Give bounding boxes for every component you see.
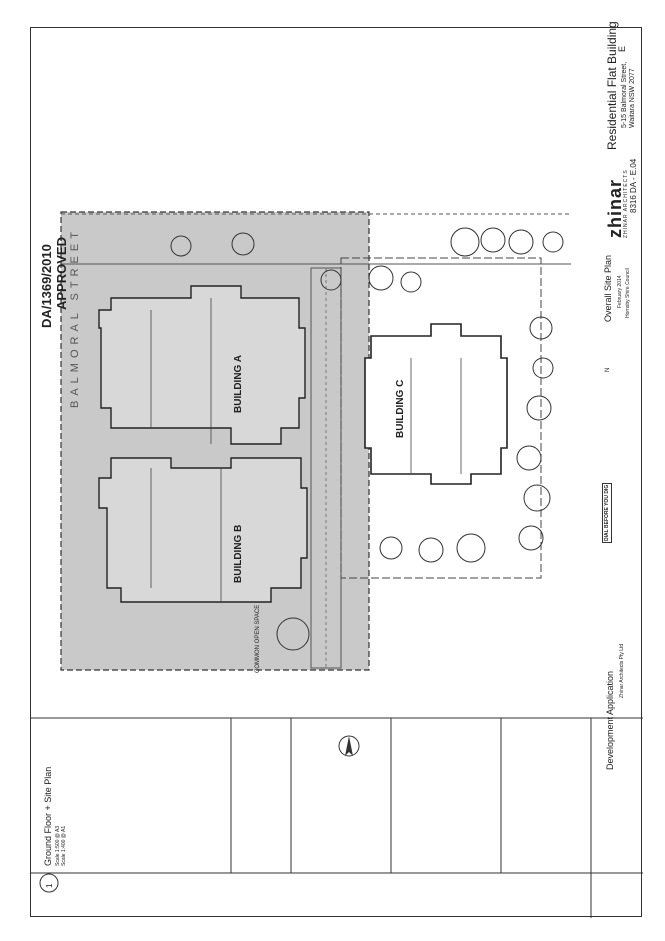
- street-label: BALMORAL STREET: [69, 227, 81, 408]
- status-label: Development Application: [605, 670, 615, 770]
- building-c-label: BUILDING C: [395, 379, 406, 438]
- dial-before-you-dig-logo: DIAL BEFORE YOU DIG: [602, 482, 612, 543]
- view-number-bubble: [39, 873, 59, 893]
- building-a-footprint: [98, 285, 306, 445]
- north-label: N: [605, 367, 611, 372]
- approval-status: APPROVED: [54, 237, 69, 310]
- council-name: Hornsby Shire Council: [625, 268, 631, 318]
- company-name: Zhinar Architects Pty Ltd: [619, 643, 625, 698]
- drawing-sheet: DA/1369/2010 APPROVED BALMORAL STREET BU…: [30, 21, 643, 918]
- drawing-number: 8316 DA - E.04: [629, 158, 638, 213]
- approval-ref: DA/1369/2010: [39, 244, 54, 328]
- building-a-label: BUILDING A: [233, 355, 244, 413]
- building-c-footprint: [364, 323, 508, 485]
- project-name: Residential Flat Building: [605, 21, 619, 150]
- approval-stamp: DA/1369/2010 APPROVED: [39, 237, 69, 328]
- issue-letter: E: [617, 45, 627, 52]
- building-c-site: [340, 257, 542, 579]
- common-open-space-label: COMMON OPEN SPACE: [255, 604, 261, 673]
- site-plan-drawing: [31, 211, 643, 918]
- view-number: 1: [45, 883, 54, 888]
- view-title: Ground Floor + Site Plan: [43, 766, 53, 866]
- landscaping-trees: [170, 227, 564, 651]
- address-line1: 5-15 Balmoral Street,: [621, 61, 628, 128]
- building-b-label: BUILDING B: [233, 524, 244, 583]
- view-scale-a1: Scale 1:400 @ A1: [61, 825, 67, 866]
- drawing-title: Overall Site Plan: [603, 254, 613, 322]
- address-line2: Waitara NSW 2077: [629, 68, 636, 128]
- building-b-footprint: [98, 457, 308, 603]
- architect-subtitle: ZHINAR ARCHITECTS: [623, 169, 629, 238]
- drawing-date: February 2014: [617, 275, 623, 308]
